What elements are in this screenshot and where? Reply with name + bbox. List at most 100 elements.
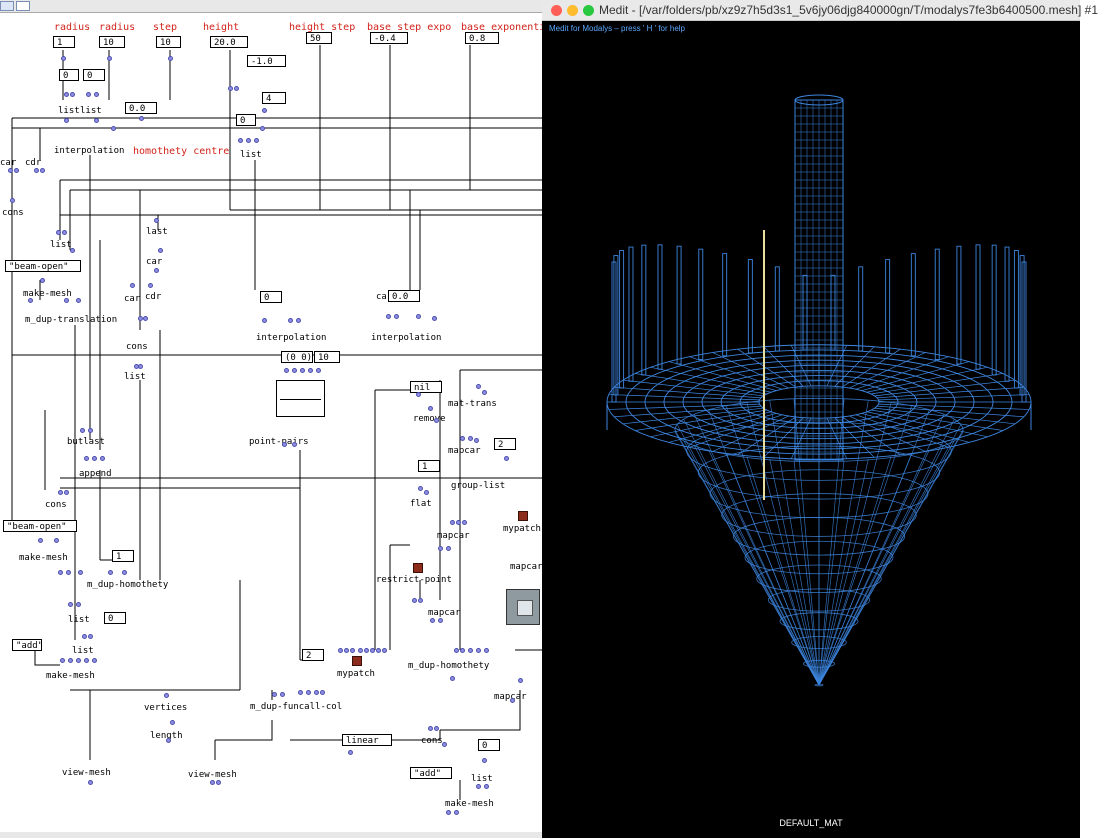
node-ca[interactable]: ca <box>376 292 387 302</box>
node-list[interactable]: list <box>72 646 94 656</box>
value-box[interactable]: 20.0 <box>210 36 248 48</box>
connection-dot[interactable] <box>338 648 343 653</box>
connection-dot[interactable] <box>8 168 13 173</box>
value-box[interactable]: linear <box>342 734 392 746</box>
mypatch-icon[interactable] <box>518 511 528 521</box>
connection-dot[interactable] <box>260 126 265 131</box>
connection-dot[interactable] <box>88 428 93 433</box>
connection-dot[interactable] <box>88 780 93 785</box>
patch-scrollbar[interactable] <box>0 832 545 838</box>
connection-dot[interactable] <box>468 648 473 653</box>
connection-dot[interactable] <box>64 118 69 123</box>
connection-dot[interactable] <box>111 126 116 131</box>
connection-dot[interactable] <box>442 742 447 747</box>
node-mypatch[interactable]: mypatch <box>503 524 541 534</box>
connection-dot[interactable] <box>386 314 391 319</box>
connection-dot[interactable] <box>92 658 97 663</box>
connection-dot[interactable] <box>476 784 481 789</box>
minimize-button[interactable] <box>567 5 578 16</box>
connection-dot[interactable] <box>282 442 287 447</box>
connection-dot[interactable] <box>484 784 489 789</box>
connection-dot[interactable] <box>292 442 297 447</box>
connection-dot[interactable] <box>348 750 353 755</box>
value-box[interactable]: (0 0) <box>281 351 313 363</box>
connection-dot[interactable] <box>438 618 443 623</box>
connection-dot[interactable] <box>382 648 387 653</box>
connection-dot[interactable] <box>86 92 91 97</box>
node-mapcar[interactable]: mapcar <box>448 446 481 456</box>
connection-dot[interactable] <box>234 86 239 91</box>
node-cdr[interactable]: cdr <box>25 158 42 168</box>
connection-dot[interactable] <box>84 658 89 663</box>
connection-dot[interactable] <box>474 438 479 443</box>
connection-dot[interactable] <box>446 810 451 815</box>
medit-window[interactable]: Medit - [/var/folders/pb/xz9z7h5d3s1_5v6… <box>542 0 1098 838</box>
patch-secondary-button[interactable] <box>16 1 30 11</box>
connection-dot[interactable] <box>80 428 85 433</box>
node-mat-trans[interactable]: mat-trans <box>448 399 497 409</box>
connection-dot[interactable] <box>476 384 481 389</box>
connection-dot[interactable] <box>40 278 45 283</box>
connection-dot[interactable] <box>434 418 439 423</box>
node-make-mesh[interactable]: make-mesh <box>19 553 68 563</box>
node-length[interactable]: length <box>150 731 183 741</box>
connection-dot[interactable] <box>88 634 93 639</box>
connection-dot[interactable] <box>66 570 71 575</box>
connection-dot[interactable] <box>428 406 433 411</box>
node-remove[interactable]: remove <box>413 414 446 424</box>
connection-dot[interactable] <box>54 538 59 543</box>
value-box[interactable]: 0 <box>478 739 500 751</box>
node-restrict-point[interactable]: restrict-point <box>376 575 452 585</box>
node-car[interactable]: car <box>146 257 163 267</box>
node-interpolation[interactable]: interpolation <box>371 333 442 343</box>
connection-dot[interactable] <box>61 56 66 61</box>
connection-dot[interactable] <box>412 598 417 603</box>
node-append[interactable]: append <box>79 469 112 479</box>
node-list[interactable]: list <box>471 774 493 784</box>
connection-dot[interactable] <box>130 283 135 288</box>
connection-dot[interactable] <box>456 520 461 525</box>
value-box[interactable]: nil <box>410 381 442 393</box>
connection-dot[interactable] <box>418 486 423 491</box>
connection-dot[interactable] <box>438 546 443 551</box>
connection-dot[interactable] <box>306 690 311 695</box>
connection-dot[interactable] <box>292 368 297 373</box>
node-mapcar[interactable]: mapcar <box>510 562 543 572</box>
connection-dot[interactable] <box>434 726 439 731</box>
connection-dot[interactable] <box>254 138 259 143</box>
connection-dot[interactable] <box>364 648 369 653</box>
connection-dot[interactable] <box>216 780 221 785</box>
value-box[interactable]: 0 <box>59 69 79 81</box>
connection-dot[interactable] <box>94 92 99 97</box>
patch-menu-button[interactable] <box>0 1 14 11</box>
connection-dot[interactable] <box>64 490 69 495</box>
connection-dot[interactable] <box>210 780 215 785</box>
value-box[interactable]: 10 <box>314 351 340 363</box>
connection-dot[interactable] <box>350 648 355 653</box>
value-box[interactable]: -0.4 <box>370 32 408 44</box>
point-pairs-box[interactable] <box>276 380 325 417</box>
node-interpolation[interactable]: interpolation <box>54 146 125 156</box>
value-box[interactable]: 2 <box>494 438 516 450</box>
node-last[interactable]: last <box>146 227 168 237</box>
node-cons[interactable]: cons <box>421 736 443 746</box>
connection-dot[interactable] <box>288 318 293 323</box>
connection-dot[interactable] <box>450 676 455 681</box>
restrict-point-icon[interactable] <box>413 563 423 573</box>
node-view-mesh[interactable]: view-mesh <box>62 768 111 778</box>
connection-dot[interactable] <box>38 538 43 543</box>
node-list[interactable]: list <box>124 372 146 382</box>
connection-dot[interactable] <box>314 690 319 695</box>
value-box[interactable]: 0 <box>236 114 256 126</box>
connection-dot[interactable] <box>40 168 45 173</box>
connection-dot[interactable] <box>58 570 63 575</box>
connection-dot[interactable] <box>416 392 421 397</box>
node-flat[interactable]: flat <box>410 499 432 509</box>
connection-dot[interactable] <box>60 658 65 663</box>
zoom-button[interactable] <box>583 5 594 16</box>
node-car[interactable]: car <box>0 158 17 168</box>
connection-dot[interactable] <box>484 648 489 653</box>
visual-patch-editor[interactable]: radius radius step height height step ba… <box>0 0 545 838</box>
connection-dot[interactable] <box>416 314 421 319</box>
connection-dot[interactable] <box>58 490 63 495</box>
